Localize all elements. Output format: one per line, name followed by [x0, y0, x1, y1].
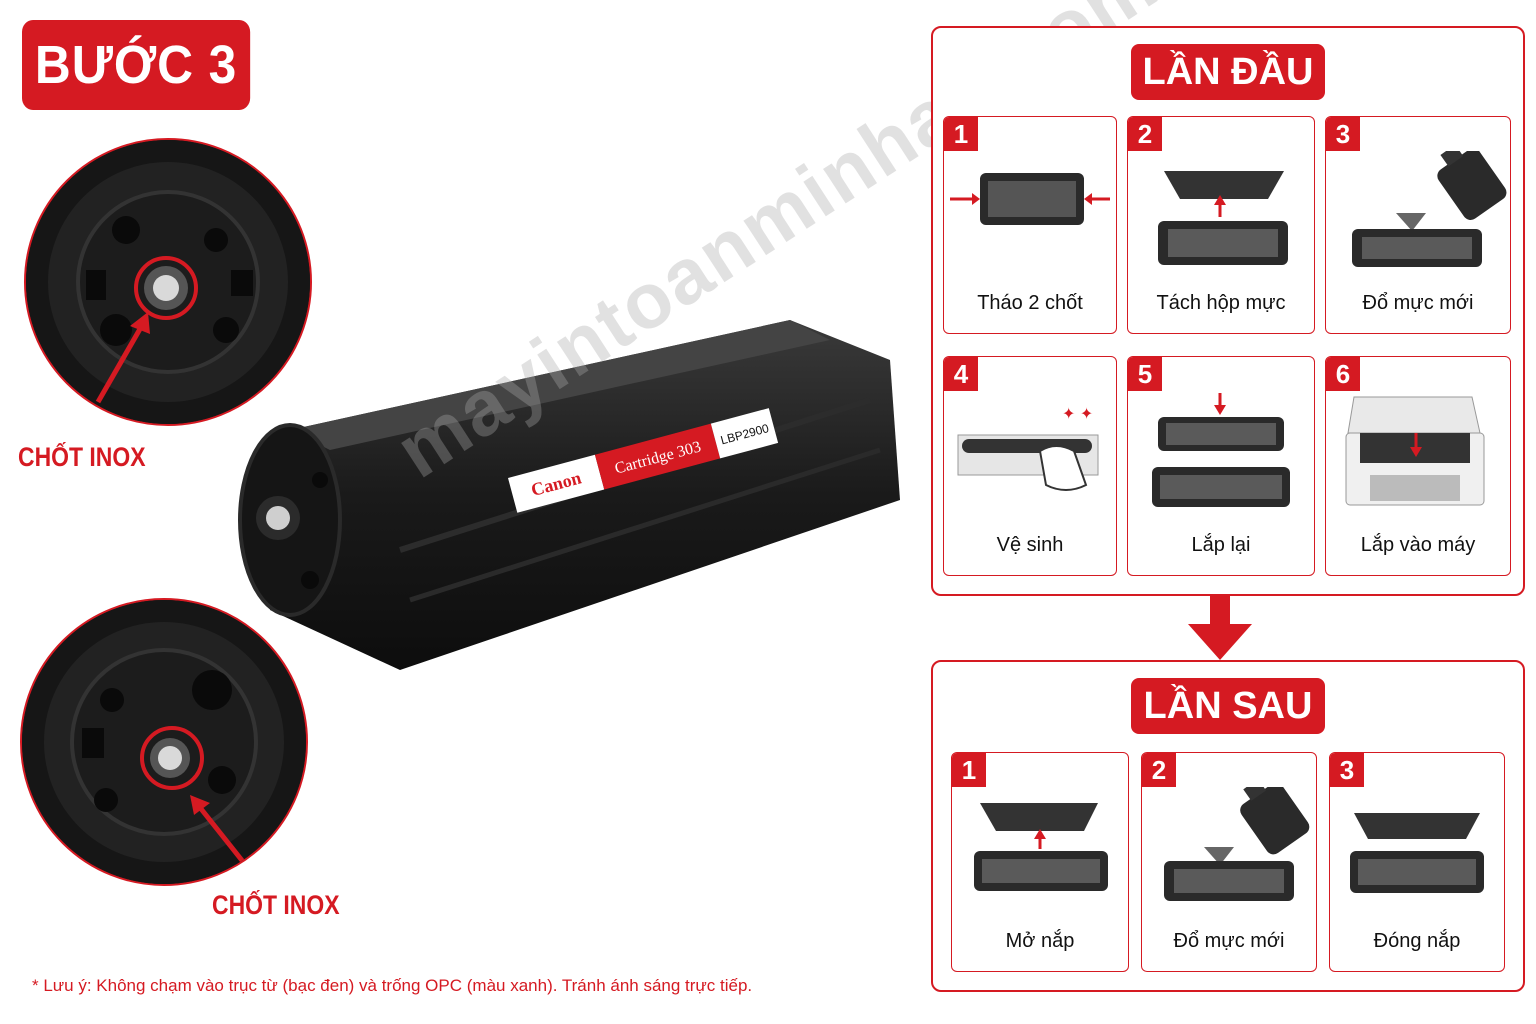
- down-arrow-icon: [1188, 596, 1252, 660]
- close-lid-icon: [1350, 813, 1484, 893]
- step-number: 3: [1330, 753, 1364, 787]
- step-label: Đổ mực mới: [1362, 292, 1474, 314]
- step-label: Tháo 2 chốt: [977, 292, 1083, 314]
- next-time-title: LẦN SAU: [1131, 678, 1325, 734]
- first-step-card-6: 6 Lắp vào máy: [1325, 356, 1511, 576]
- first-time-title: LẦN ĐẦU: [1131, 44, 1325, 100]
- svg-text:✦ ✦: ✦ ✦: [1062, 406, 1093, 423]
- cartridge-pins-icon: [950, 173, 1110, 225]
- step-label: Mở nắp: [1005, 930, 1075, 952]
- step-number: 2: [1128, 117, 1162, 151]
- step-number: 6: [1326, 357, 1360, 391]
- step-number: 5: [1128, 357, 1162, 391]
- next-time-panel: LẦN SAU 1 Mở nắp 2 Đổ mực mới 3: [931, 660, 1525, 992]
- first-step-card-5: 5 Lắp lại: [1127, 356, 1315, 576]
- first-step-card-4: 4 ✦ ✦ Vệ sinh: [943, 356, 1117, 576]
- clean-drum-icon: ✦ ✦: [957, 406, 1099, 491]
- toner-cartridge-image: Canon Cartridge 303 LBP2900: [230, 300, 910, 690]
- step-number: 4: [944, 357, 978, 391]
- zoom-circle-bottom: [20, 598, 308, 886]
- first-step-card-2: 2 Tách hộp mực: [1127, 116, 1315, 334]
- step-number: 1: [952, 753, 986, 787]
- step-label: Vệ sinh: [996, 534, 1064, 556]
- first-time-panel: LẦN ĐẦU 1 Tháo 2 chốt 2 Tách hộp mực 3: [931, 26, 1525, 596]
- footnote: * Lưu ý: Không chạm vào trục từ (bạc đen…: [32, 976, 753, 995]
- first-step-card-3: 3 Đổ mực mới: [1325, 116, 1511, 334]
- step-number: 2: [1142, 753, 1176, 787]
- pour-toner-icon: [1352, 151, 1507, 267]
- step-badge: BƯỚC 3: [22, 20, 251, 110]
- next-step-card-1: 1 Mở nắp: [951, 752, 1129, 972]
- step-label: Lắp vào máy: [1360, 534, 1476, 556]
- first-step-card-1: 1 Tháo 2 chốt: [943, 116, 1117, 334]
- open-lid-icon: [974, 803, 1108, 891]
- step-number: 3: [1326, 117, 1360, 151]
- callout-chot-inox-top: CHỐT INOX: [18, 442, 146, 472]
- step-label: Đổ mực mới: [1173, 930, 1285, 952]
- reassemble-icon: [1152, 393, 1290, 507]
- next-step-card-3: 3 Đóng nắp: [1329, 752, 1505, 972]
- step-label: Lắp lại: [1191, 534, 1251, 556]
- step-number: 1: [944, 117, 978, 151]
- next-step-card-2: 2 Đổ mực mới: [1141, 752, 1317, 972]
- step-label: Tách hộp mực: [1156, 292, 1286, 314]
- callout-chot-inox-bottom: CHỐT INOX: [212, 890, 340, 920]
- separate-cartridge-icon: [1158, 171, 1288, 265]
- step-label: Đóng nắp: [1373, 930, 1461, 952]
- printer-icon: [1345, 396, 1485, 506]
- pour-toner-icon: [1164, 787, 1310, 901]
- zoom-circle-top: [24, 138, 312, 426]
